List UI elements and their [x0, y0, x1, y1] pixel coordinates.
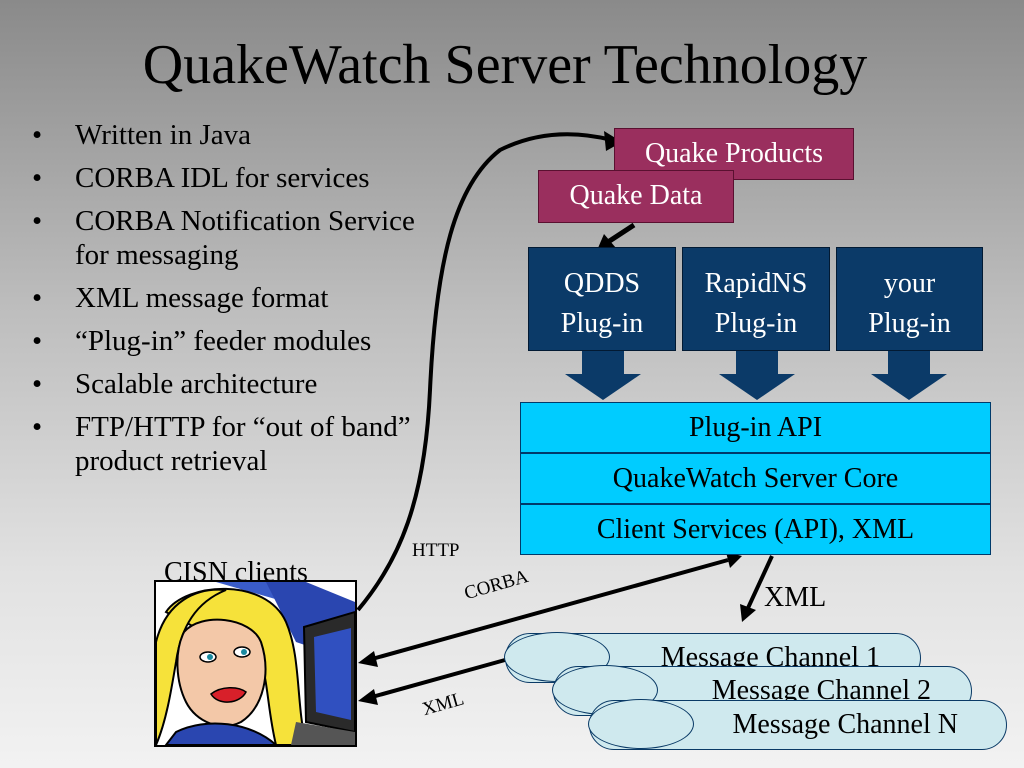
corba-arrowhead-client: [358, 651, 378, 667]
xml-channel-arrowhead: [740, 604, 756, 622]
qdds-plugin-box: QDDS Plug-in: [528, 247, 676, 351]
plugin-suffix: Plug-in: [714, 308, 798, 339]
channel-lobe: [588, 699, 694, 749]
plugin-name: your: [883, 268, 936, 299]
bullet-item: FTP/HTTP for “out of band” product retri…: [32, 410, 442, 478]
plugin-suffix: Plug-in: [868, 308, 951, 339]
http-connector: [356, 132, 613, 612]
bullet-list: Written in Java CORBA IDL for services C…: [32, 118, 442, 487]
slide-title: QuakeWatch Server Technology: [142, 34, 868, 96]
plugin-suffix: Plug-in: [560, 308, 644, 339]
plugin-api-layer: Plug-in API: [520, 402, 991, 453]
your-down-arrow: [871, 350, 947, 400]
bullet-item: CORBA Notification Service for messaging: [32, 204, 442, 272]
bullet-item: CORBA IDL for services: [32, 161, 442, 195]
server-core-layer: QuakeWatch Server Core: [520, 453, 991, 504]
plugin-name: QDDS: [563, 268, 641, 299]
xml-client-arrowhead: [358, 689, 378, 705]
http-arrowhead: [604, 131, 622, 151]
xml-client-connector: [371, 658, 506, 699]
xml-channel-connector: [746, 555, 774, 609]
bullet-item: Scalable architecture: [32, 367, 442, 401]
corba-connector: [371, 558, 729, 661]
quake-data-box: Quake Data: [538, 170, 734, 223]
bullet-item: XML message format: [32, 281, 442, 315]
your-plugin-box: your Plug-in: [836, 247, 983, 351]
qdds-down-arrow: [565, 350, 641, 400]
data-arrowhead: [598, 234, 616, 248]
message-channel-n: Message Channel N: [588, 699, 1007, 750]
rapidns-plugin-box: RapidNS Plug-in: [682, 247, 830, 351]
client-clipart: [154, 580, 357, 747]
data-connector: [606, 222, 636, 245]
xml-channel-label: XML: [764, 582, 827, 613]
plugin-name: RapidNS: [704, 268, 808, 299]
bullet-item: Written in Java: [32, 118, 442, 152]
bullet-item: “Plug-in” feeder modules: [32, 324, 442, 358]
woman-at-computer-icon: [156, 582, 355, 745]
corba-arrowhead-server: [726, 552, 742, 568]
rapidns-down-arrow: [719, 350, 795, 400]
client-services-layer: Client Services (API), XML: [520, 504, 991, 555]
quake-products-box: Quake Products: [614, 128, 854, 180]
http-label: HTTP: [412, 540, 460, 561]
channel-label: Message Channel N: [732, 709, 958, 740]
